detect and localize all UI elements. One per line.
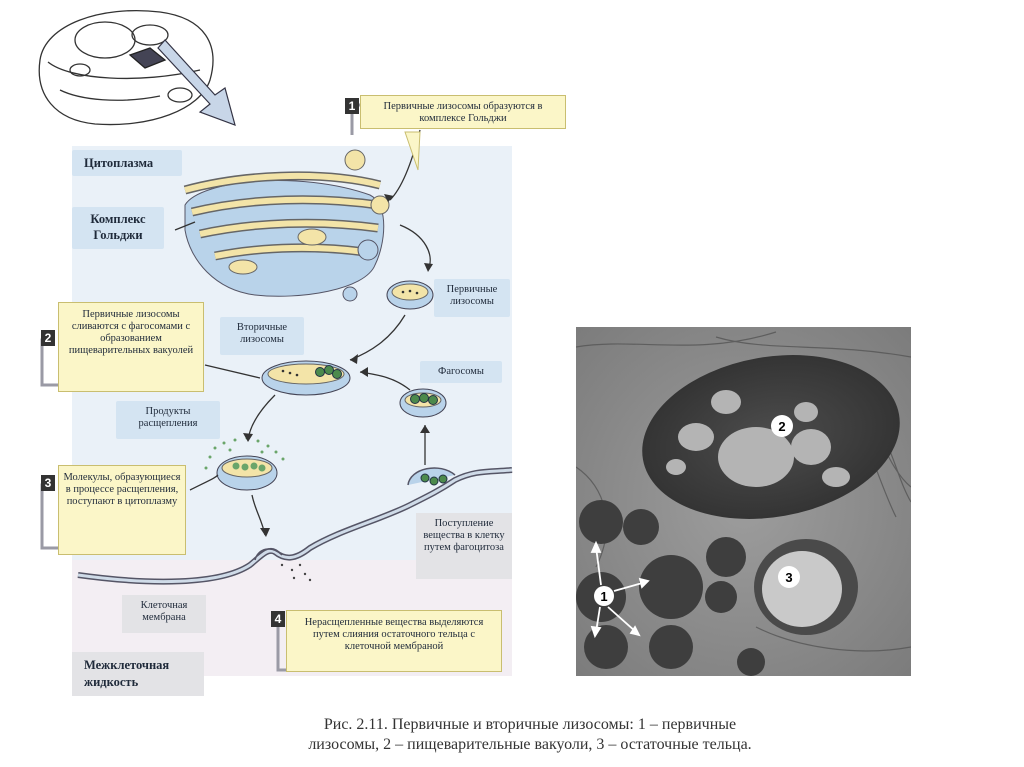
micrograph-label-1: 1	[600, 589, 607, 604]
golgi-complex-shape	[183, 149, 390, 302]
cell-sketch-icon	[38, 9, 214, 126]
primary-lysosome-shape	[386, 280, 434, 310]
step-2-badge: 2	[41, 330, 55, 346]
cell-membrane-label: Клеточная мембрана	[122, 595, 206, 633]
digestive-vacuole-shape	[204, 436, 285, 491]
secondary-lysosomes-label: Вторичные лизосомы	[220, 317, 304, 355]
micrograph-primary-lysosomes-shape	[576, 500, 765, 676]
micrograph-label-3: 3	[785, 570, 792, 585]
step-1-badge: 1	[345, 98, 359, 114]
phagosome-shape	[399, 388, 447, 418]
step-2-text: Первичные лизосомы сливаются с фагосомам…	[58, 302, 204, 392]
step-3-text: Молекулы, образующиеся в процессе расщеп…	[58, 465, 186, 555]
zoom-arrow-icon	[157, 39, 236, 126]
primary-lysosomes-label: Первичные лизосомы	[434, 279, 510, 317]
products-label: Продукты расщепления	[116, 401, 220, 439]
phagosomes-label: Фагосомы	[420, 361, 502, 383]
step-4-badge: 4	[271, 611, 285, 627]
step-4-text: Нерасщепленные вещества выделяются путем…	[286, 610, 502, 672]
lysosome-diagram	[38, 9, 513, 672]
entry-label: Поступление вещества в клетку путем фаго…	[416, 513, 512, 579]
electron-micrograph: 2 3 1	[576, 327, 911, 676]
secondary-lysosome-shape	[261, 360, 351, 396]
golgi-label: Комплекс Гольджи	[72, 207, 164, 249]
cytoplasm-label: Цитоплазма	[72, 150, 182, 176]
caption-line-1: Рис. 2.11. Первичные и вторичные лизосом…	[323, 716, 737, 733]
intercellular-label: Межклеточная жидкость	[72, 652, 204, 696]
step-3-badge: 3	[41, 475, 55, 491]
micrograph-label-2: 2	[778, 419, 785, 434]
caption-line-2: лизосомы, 2 – пищеварительные вакуоли, 3…	[308, 736, 752, 753]
phagocytosis-pocket-shape	[407, 467, 456, 486]
step-1-text: Первичные лизосомы образуются в комплекс…	[360, 95, 566, 129]
figure-caption: Рис. 2.11. Первичные и вторичные лизосом…	[200, 715, 860, 755]
